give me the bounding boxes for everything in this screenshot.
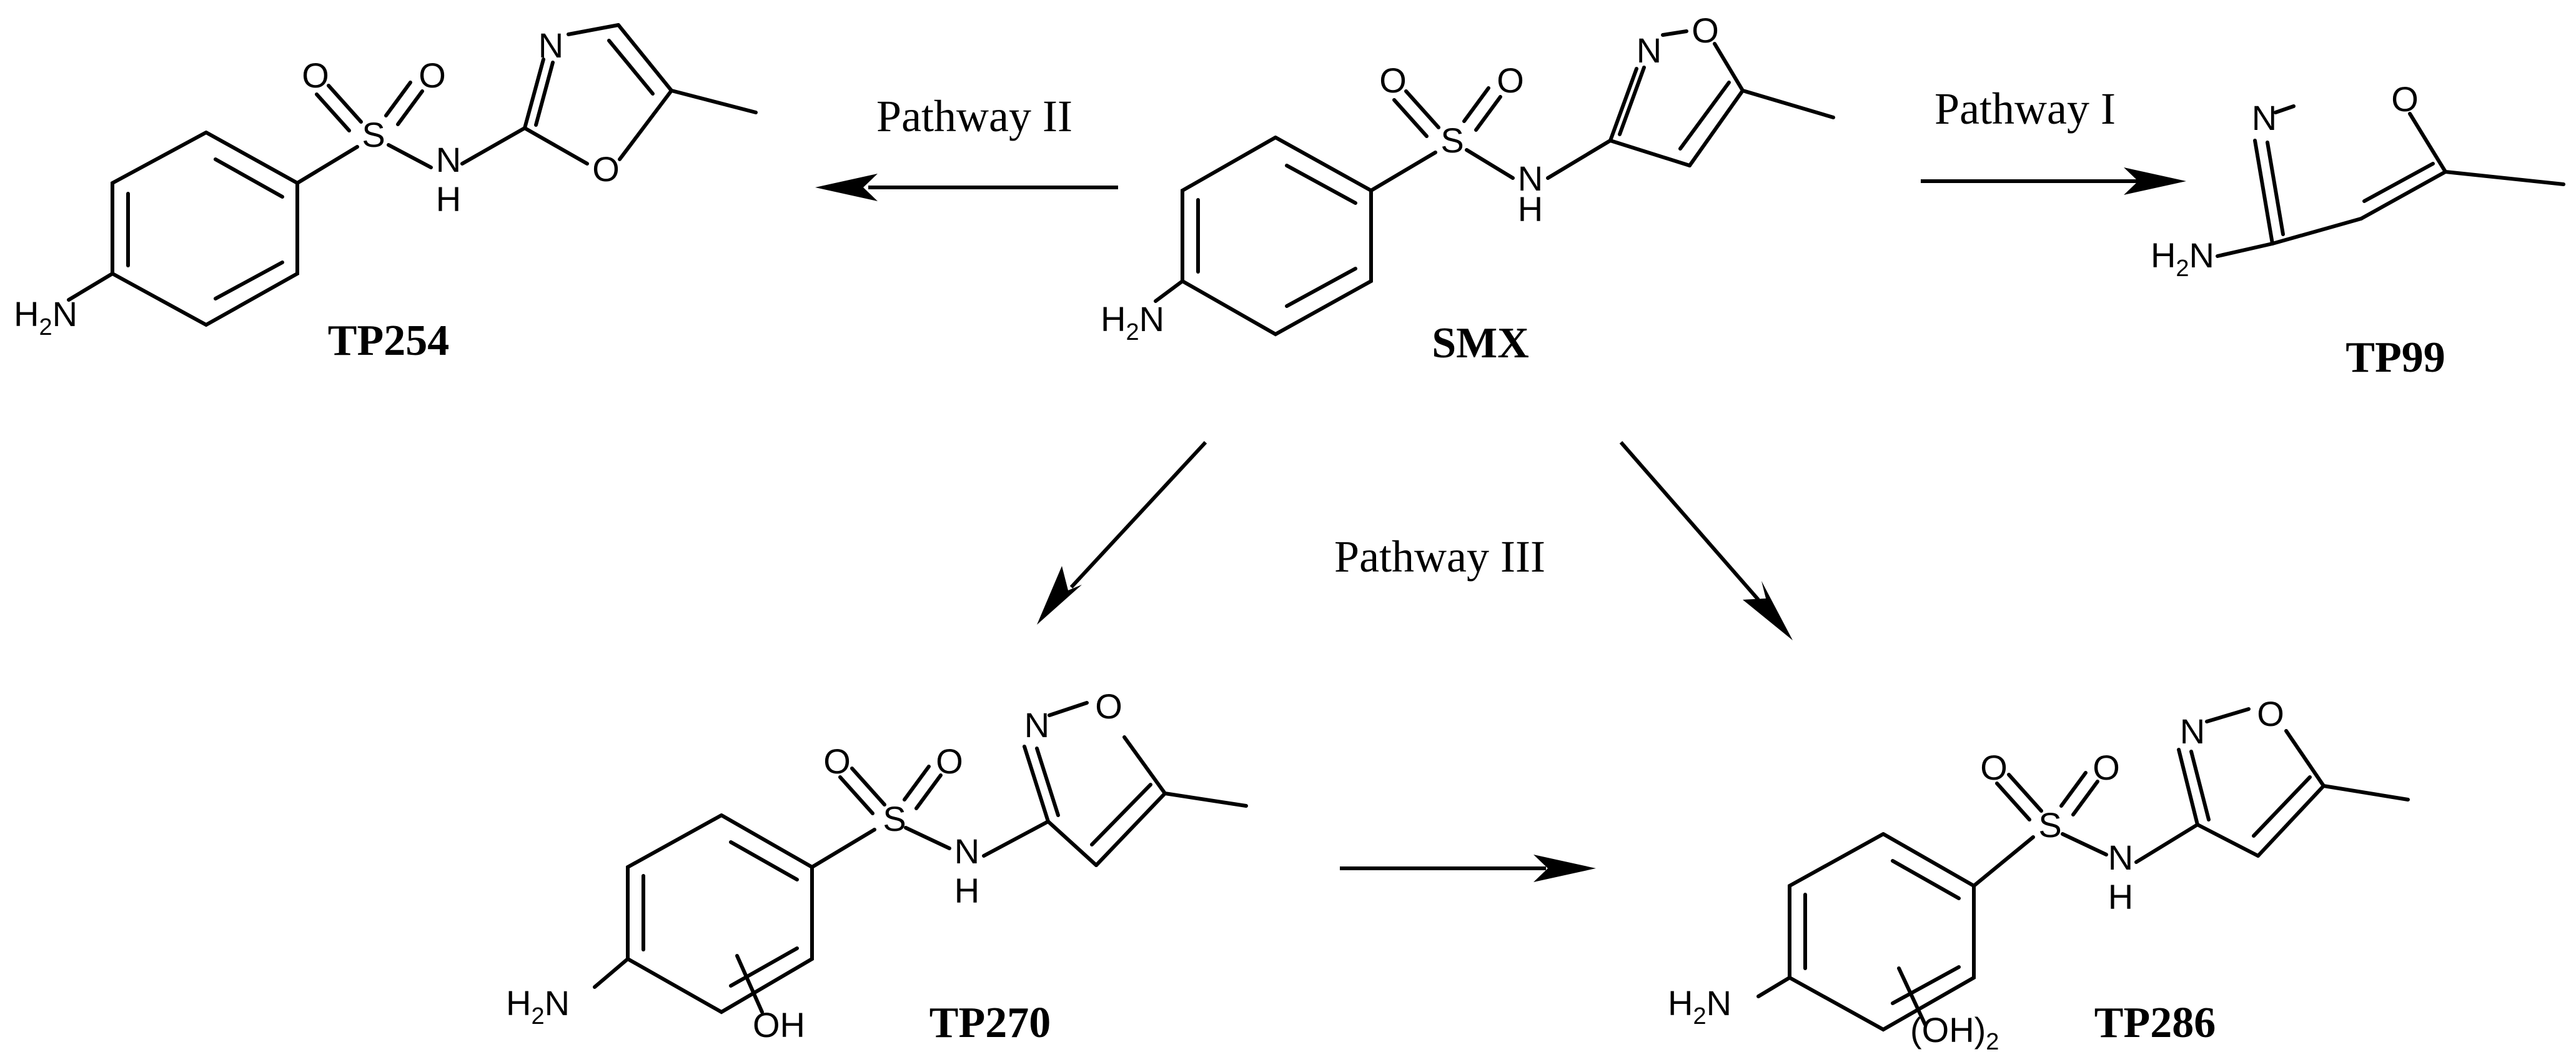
tp270-bonds bbox=[593, 701, 1248, 1015]
tp286-name-label: TP286 bbox=[2094, 999, 2216, 1047]
tp286-dihydroxyl-label: (OH)2 bbox=[1910, 1010, 1999, 1055]
tp99-name-label: TP99 bbox=[2346, 334, 2445, 382]
smx-amide-hydrogen: H bbox=[1518, 189, 1543, 229]
tp286-amide-hydrogen: H bbox=[2108, 877, 2133, 916]
compound-tp286: N O N H S O O H2N (OH)2 TP286 bbox=[1668, 694, 2410, 1055]
tp270-ring-nitrogen: N bbox=[1024, 705, 1049, 745]
tp99-ring-oxygen: O bbox=[2391, 79, 2419, 119]
tp254-sulfonyl-oxygen-left: O bbox=[302, 56, 329, 95]
pathway-1-label: Pathway I bbox=[1934, 84, 2116, 134]
arrow-pathway-3-left bbox=[1037, 440, 1207, 625]
pathway-2-label: Pathway II bbox=[876, 91, 1073, 141]
tp270-name-label: TP270 bbox=[929, 999, 1051, 1047]
tp286-ring-nitrogen: N bbox=[2180, 712, 2205, 751]
tp254-amino-group: H2N bbox=[14, 294, 77, 340]
tp254-amide-nitrogen: N bbox=[436, 140, 461, 179]
arrow-tp270-to-tp286 bbox=[1340, 855, 1596, 882]
compound-smx: N O N H S O O H2N SMX bbox=[1101, 11, 1835, 367]
tp286-sulfonyl-oxygen-left: O bbox=[1980, 748, 2008, 787]
tp270-amide-nitrogen: N bbox=[954, 831, 979, 871]
smx-amide-nitrogen: N bbox=[1518, 159, 1543, 198]
tp286-amide-nitrogen: N bbox=[2108, 838, 2133, 877]
tp286-sulfur: S bbox=[2038, 805, 2061, 845]
tp254-ring-nitrogen: N bbox=[538, 26, 563, 65]
tp270-sulfonyl-oxygen-right: O bbox=[936, 742, 963, 781]
tp270-sulfonyl-oxygen-left: O bbox=[823, 742, 851, 781]
pathway-3-label: Pathway III bbox=[1334, 532, 1545, 582]
compound-tp254: N O N H S O O H2N TP254 bbox=[14, 23, 758, 365]
tp286-sulfonyl-oxygen-right: O bbox=[2093, 748, 2120, 787]
tp254-name-label: TP254 bbox=[328, 317, 449, 365]
tp270-amino-group: H2N bbox=[506, 983, 570, 1030]
smx-sulfur: S bbox=[1440, 121, 1464, 160]
tp270-ring-oxygen: O bbox=[1095, 687, 1122, 726]
tp254-bonds bbox=[67, 23, 758, 327]
tp286-bonds bbox=[1756, 707, 2410, 1032]
tp254-amide-hydrogen: H bbox=[436, 179, 461, 219]
tp99-bonds bbox=[2216, 104, 2565, 258]
tp99-amino-group: H2N bbox=[2151, 236, 2214, 282]
tp286-ring-oxygen: O bbox=[2257, 694, 2284, 733]
smx-name-label: SMX bbox=[1432, 319, 1529, 367]
compound-tp99: N O H2N TP99 bbox=[2151, 79, 2565, 382]
smx-ring-nitrogen: N bbox=[1637, 31, 1662, 70]
smx-sulfonyl-oxygen-right: O bbox=[1497, 61, 1524, 100]
compound-tp270: N O N H S O O H2N OH TP270 bbox=[506, 687, 1248, 1047]
tp254-sulfur: S bbox=[362, 115, 385, 154]
tp270-hydroxyl-label: OH bbox=[753, 1005, 805, 1045]
smx-sulfonyl-oxygen-left: O bbox=[1379, 61, 1407, 100]
arrow-pathway-1 bbox=[1921, 167, 2186, 195]
smx-ring-oxygen: O bbox=[1692, 11, 1719, 50]
smx-bonds bbox=[1154, 29, 1835, 337]
tp254-ring-oxygen: O bbox=[592, 149, 620, 189]
arrow-pathway-3-right bbox=[1619, 441, 1793, 640]
tp270-amide-hydrogen: H bbox=[954, 871, 979, 910]
tp99-ring-nitrogen: N bbox=[2252, 98, 2277, 137]
smx-amino-group: H2N bbox=[1101, 299, 1164, 345]
tp270-sulfur: S bbox=[883, 799, 906, 838]
arrow-pathway-2 bbox=[815, 174, 1118, 201]
tp254-sulfonyl-oxygen-right: O bbox=[419, 56, 446, 95]
tp286-amino-group: H2N bbox=[1668, 983, 1731, 1030]
